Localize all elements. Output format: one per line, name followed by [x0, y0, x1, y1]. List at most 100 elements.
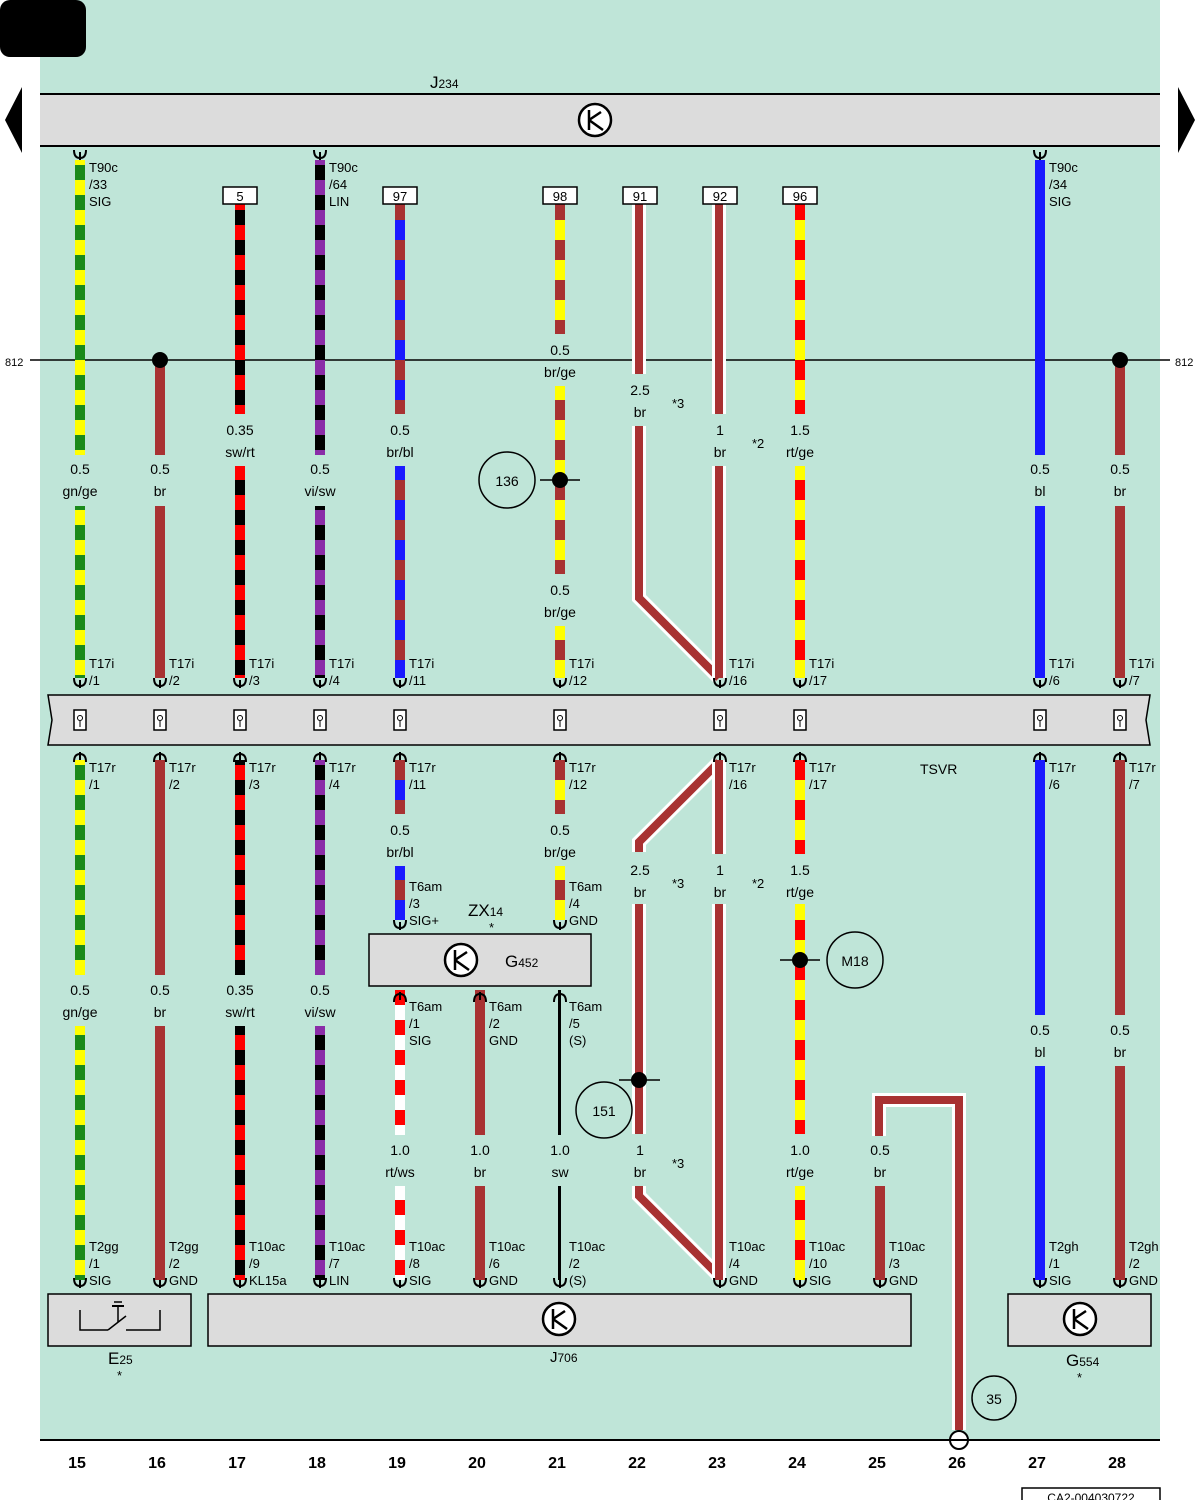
connector-t17r: T17r/7 — [1129, 760, 1156, 792]
wire-19-mid — [395, 466, 405, 678]
wire-16-mid — [155, 506, 165, 678]
connector-t17i: T17i/1 — [89, 656, 114, 688]
column-number: 23 — [708, 1455, 726, 1472]
column-number: 21 — [548, 1455, 566, 1472]
control-unit-icon — [541, 1301, 577, 1337]
splice-151 — [631, 1072, 647, 1088]
ref-circle-m18-label: M18 — [841, 953, 868, 969]
splice-28 — [1112, 352, 1128, 368]
next-page-arrow[interactable] — [1178, 87, 1195, 153]
wire-24-mid — [795, 466, 805, 678]
pin-t17r — [713, 752, 727, 763]
wire-19-zx — [395, 866, 405, 920]
svg-text:98: 98 — [553, 189, 567, 204]
pin-t17i — [313, 677, 327, 688]
tsvr-strip — [47, 694, 1151, 746]
splice-m18 — [792, 952, 808, 968]
footnote-22-top: *3 — [672, 396, 684, 411]
connector-t17i: T17i/17 — [809, 656, 834, 688]
tsvr-socket-icon — [393, 709, 407, 731]
connector-t17r: T17r/1 — [89, 760, 116, 792]
g554-label: G554 — [1066, 1351, 1100, 1370]
j706-label: J706 — [550, 1349, 578, 1366]
pin-t6am — [553, 992, 567, 1003]
wire-27-lower — [1035, 760, 1045, 1015]
wire-21-g452-out — [558, 990, 561, 1135]
j234-pins — [73, 149, 1047, 160]
e25-label: E25 — [108, 1349, 133, 1368]
prev-page-arrow[interactable] — [5, 87, 22, 153]
footnote-23-mid: *2 — [752, 876, 764, 891]
g452-label: G452 — [505, 952, 539, 971]
g452-box — [368, 933, 592, 987]
column-number: 26 — [948, 1455, 966, 1472]
connector-t17i: T17i/16 — [729, 656, 754, 688]
wire-15-lower — [75, 760, 85, 975]
ref-box-92: 92 — [702, 186, 738, 205]
wire-24-lower2 — [795, 904, 805, 1134]
pin-bottom — [233, 1277, 247, 1288]
connector-t17r: T17r/17 — [809, 760, 836, 792]
pin-t17r — [153, 752, 167, 763]
column-number: 20 — [468, 1455, 486, 1472]
ref-circle-136 — [478, 451, 536, 509]
wire-21-zx — [555, 866, 565, 920]
svg-text:5: 5 — [236, 189, 243, 204]
pin-j234 — [1033, 149, 1047, 160]
connector-t6am: T6am/5(S) — [569, 999, 602, 1048]
zx14-note: * — [489, 920, 494, 935]
j234-label: J234 — [430, 73, 459, 92]
doc-id-box — [1021, 1487, 1161, 1500]
pin-t17r — [313, 752, 327, 763]
column-number: 27 — [1028, 1455, 1046, 1472]
wire-20-g452-out — [475, 990, 485, 1135]
wire-19-upper — [395, 204, 405, 414]
ref-circle-35 — [971, 1375, 1017, 1421]
wire-27-mid — [1035, 506, 1045, 678]
tsvr-socket-icon — [793, 709, 807, 731]
t17r-labels: T17r/1T17r/2T17r/3T17r/4T17r/11T17r/12T1… — [89, 760, 1156, 792]
pin-bottom — [153, 1277, 167, 1288]
doc-id: CA2-004030722 — [1047, 1491, 1135, 1500]
connector-t17i: T17i/6 — [1049, 656, 1074, 688]
wire-18-lower — [315, 760, 325, 975]
tsvr-socket-icon — [713, 709, 727, 731]
tsvr-socket-icon — [1033, 709, 1047, 731]
wire-15-upper — [75, 160, 85, 455]
control-unit-icon — [1062, 1301, 1098, 1337]
tsvr-pins — [73, 677, 1127, 763]
wire-21-lower — [555, 626, 565, 678]
connector-t17r: T17r/4 — [329, 760, 356, 792]
pin-bottom — [1113, 1277, 1127, 1288]
pin-t6am — [473, 992, 487, 1003]
column-number: 24 — [788, 1455, 806, 1472]
connector-t17r: T17r/11 — [409, 760, 436, 792]
pin-t17r — [393, 752, 407, 763]
pin-t17r — [1033, 752, 1047, 763]
